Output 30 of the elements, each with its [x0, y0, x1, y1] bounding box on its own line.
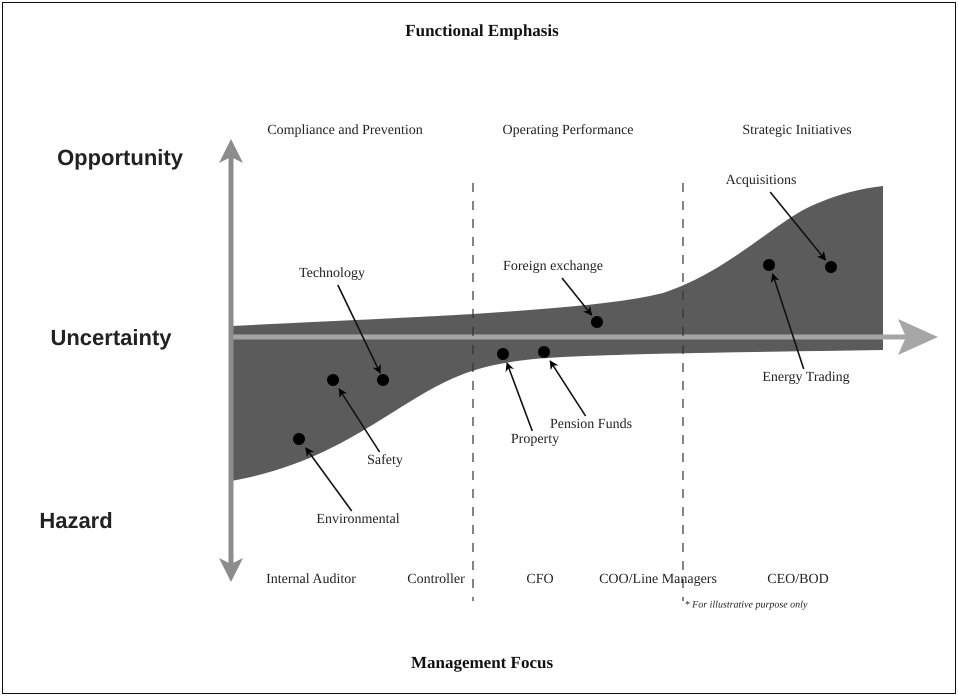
leader-arrow [337, 284, 381, 374]
leader-arrow [549, 360, 586, 416]
role-label: CFO [526, 572, 554, 588]
risk-label: Environmental [316, 512, 400, 528]
leader-arrow [770, 273, 804, 370]
risk-label: Acquisitions [726, 173, 796, 189]
risk-label: Energy Trading [762, 370, 850, 386]
leader-arrow [338, 388, 380, 452]
risk-label: Technology [299, 266, 365, 282]
leader-arrow [561, 278, 592, 316]
diagram-title: Functional Emphasis [405, 21, 559, 41]
column-heading: Compliance and Prevention [267, 123, 423, 139]
leader-arrow [506, 362, 534, 432]
risk-label: Safety [367, 453, 403, 469]
role-label: CEO/BOD [767, 572, 829, 588]
column-heading: Operating Performance [502, 123, 634, 139]
diagram-caption: Management Focus [410, 653, 554, 673]
column-heading: Strategic Initiatives [742, 123, 852, 139]
leader-arrow [305, 447, 352, 512]
axis-label: Uncertainty [50, 325, 172, 351]
leader-arrow [770, 192, 826, 261]
axis-label: Hazard [39, 508, 113, 534]
role-label: Internal Auditor [266, 572, 356, 588]
risk-label: Foreign exchange [503, 259, 603, 275]
role-label: COO/Line Managers [599, 572, 717, 588]
role-label: Controller [407, 572, 465, 588]
footnote: * For illustrative purpose only [684, 600, 808, 610]
axis-label: Opportunity [57, 145, 183, 171]
risk-label: Pension Funds [550, 417, 632, 433]
risk-label: Property [510, 432, 560, 448]
